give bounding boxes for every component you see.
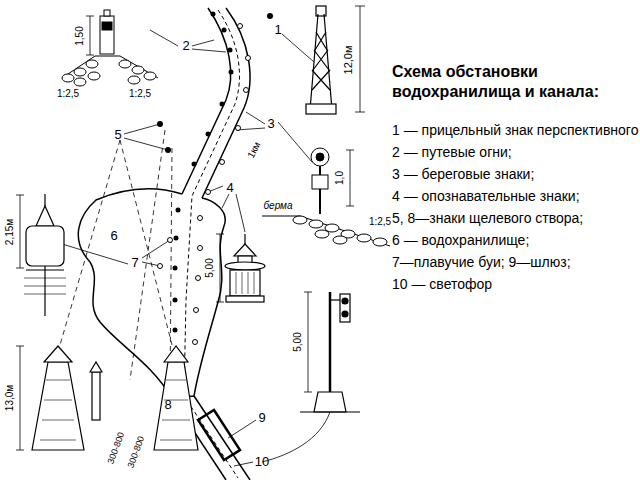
legend-line: 4 — опознавательные знаки; — [392, 188, 580, 204]
leader-line — [228, 420, 256, 438]
distance-label: 300-800 — [125, 435, 146, 470]
reservoir-outline — [78, 189, 225, 398]
callout-number: 1 — [274, 23, 281, 38]
leader-line — [234, 462, 253, 466]
channel-bank — [182, 8, 231, 194]
leader-line — [236, 112, 312, 162]
legend-line: 7—плавучие буи; 9—шлюз; — [392, 254, 571, 270]
legend-line: 2 — путевые огни; — [392, 144, 512, 160]
dimension-label: 1,50 — [74, 26, 86, 45]
leader-line — [62, 240, 170, 266]
slope-label: 1:2,5 — [129, 88, 151, 100]
callout-number: 6 — [110, 229, 117, 244]
distance-label: 1км — [245, 140, 263, 160]
shore-dots — [157, 12, 273, 394]
distance-label: 300-800 — [105, 431, 126, 466]
leader-line — [124, 124, 168, 150]
diagram-title: Схема обстановки водохранилища и канала: — [392, 62, 637, 102]
legend-line: 10 — светофор — [392, 276, 492, 292]
legend-line: 1 — прицельный знак перспективного створ… — [392, 122, 640, 138]
legend-line: 5, 8—знаки щелевого створа; — [392, 210, 583, 226]
callout-number: 4 — [226, 181, 233, 196]
slot-alignment-towers — [16, 346, 198, 450]
light-post — [62, 10, 158, 86]
sight-tower — [306, 6, 365, 114]
traffic-light — [262, 292, 360, 462]
callout-number: 2 — [182, 39, 189, 54]
slope-label: 1:2,5 — [369, 216, 391, 228]
identification-beacon — [216, 234, 265, 302]
leader-line — [282, 34, 314, 62]
slope-label: 1:2,5 — [57, 88, 79, 100]
callout-number: 10 — [255, 455, 269, 470]
callout-number: 8 — [164, 398, 171, 413]
dimension-label: 1,0 — [334, 171, 346, 185]
channel-bank — [202, 8, 250, 198]
channel-bank — [194, 396, 250, 480]
callout-number: 7 — [131, 256, 138, 271]
callout-number: 9 — [258, 411, 265, 426]
dimension-label: 5,00 — [292, 332, 304, 351]
legend-line: 6 — водохранилище; — [392, 232, 529, 248]
callout-number: 5 — [114, 128, 121, 143]
dimension-label: 13,0м — [4, 385, 16, 411]
dimension-label: 5,00 — [204, 258, 216, 277]
dimension-label: 2,15м — [4, 219, 16, 245]
callout-number: 3 — [267, 117, 274, 132]
alignment-line — [60, 140, 172, 345]
shore-sign — [262, 148, 390, 246]
legend-line: 3 — береговые знаки; — [392, 166, 534, 182]
berm-label: берма — [263, 200, 292, 212]
lock-symbol — [198, 410, 240, 460]
fairway-line — [184, 10, 239, 478]
dimension-label: 12,0м — [342, 46, 355, 75]
floating-buoy — [16, 194, 66, 316]
